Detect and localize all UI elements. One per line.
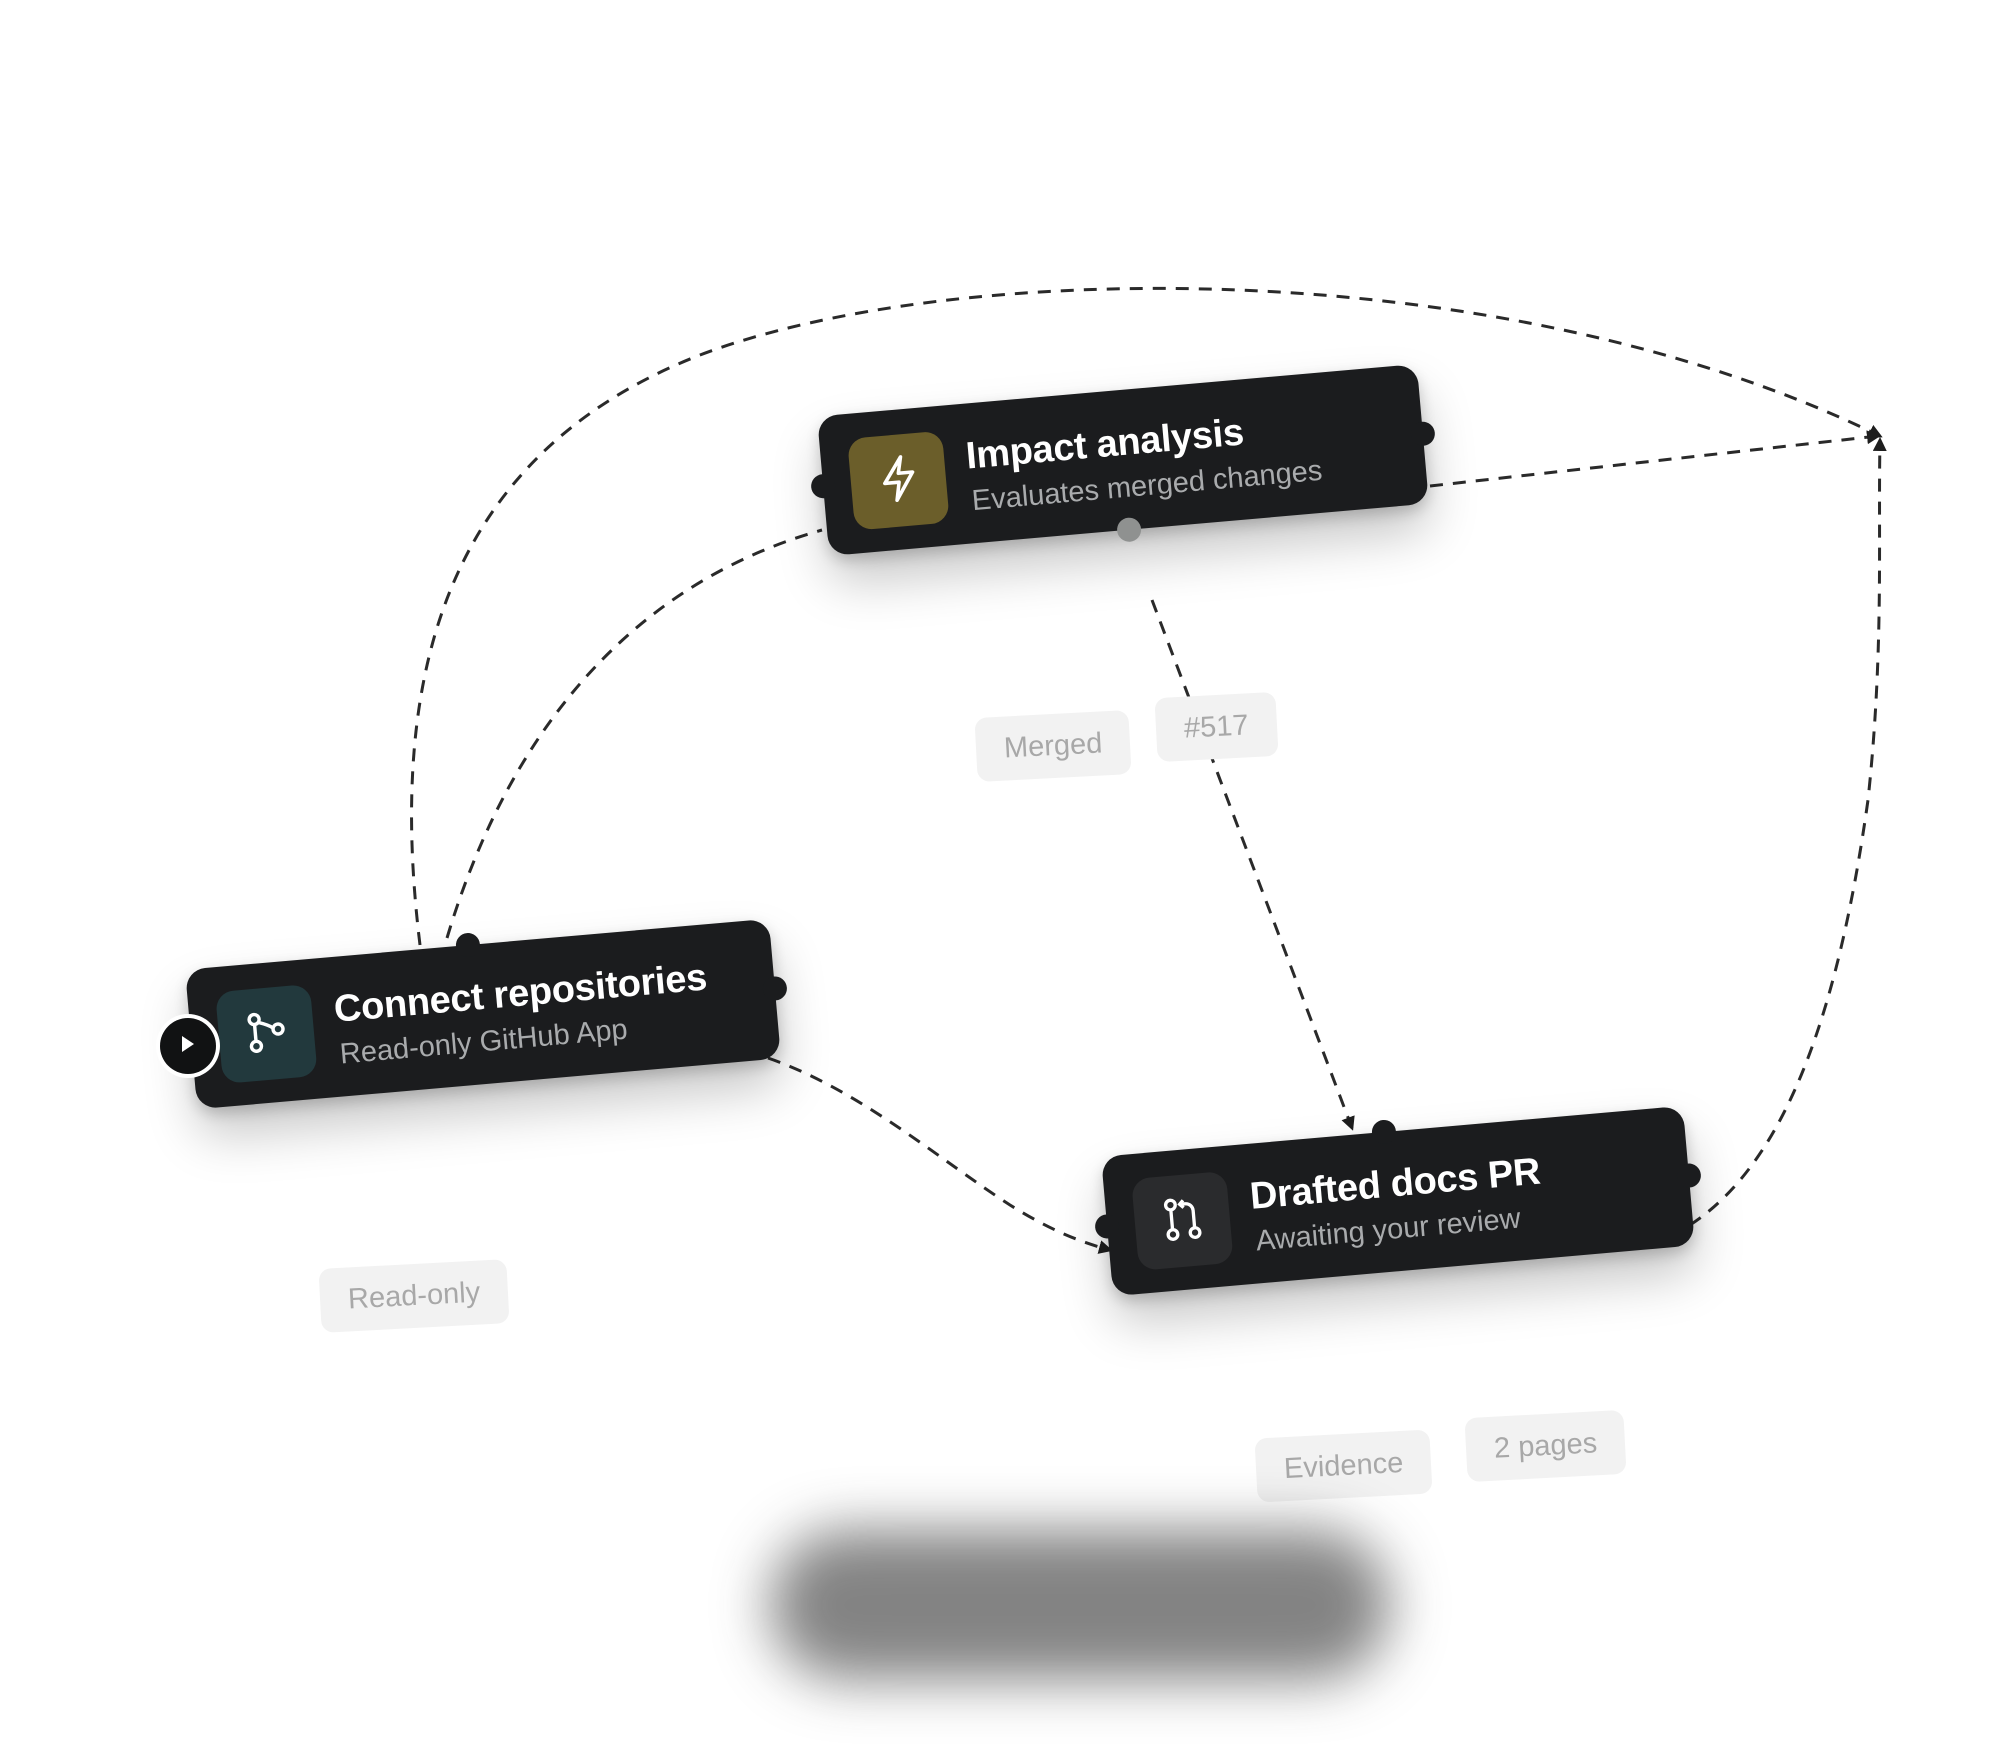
edge-impact-to-drafted: [1150, 599, 1355, 1131]
edge-connect-to-impact: [445, 528, 823, 939]
node-title: Connect repositories: [332, 956, 709, 1031]
play-icon: [180, 1035, 196, 1058]
node-icon-tile: [215, 983, 318, 1084]
git-branch-icon: [241, 1007, 291, 1062]
edge-label-pr-number: #517: [1154, 691, 1279, 763]
edge-label-merged: Merged: [974, 710, 1132, 782]
edge-connect-to-drafted: [767, 1056, 1113, 1254]
pull-request-icon: [1157, 1192, 1207, 1249]
lightning-icon: [874, 451, 923, 510]
node-drafted-docs-pr[interactable]: Drafted docs PR Awaiting your review: [1094, 1105, 1702, 1297]
run-button[interactable]: [160, 1018, 216, 1074]
node-icon-tile: [1131, 1170, 1234, 1271]
edge-label-evidence: Evidence: [1254, 1429, 1433, 1503]
node-impact-analysis[interactable]: Impact analysis Evaluates merged changes: [810, 364, 1436, 556]
edge-label-pages: 2 pages: [1464, 1409, 1627, 1483]
edge-impact-to-topright: [1429, 430, 1881, 488]
node-connect-repositories[interactable]: Connect repositories Read-only GitHub Ap…: [185, 918, 788, 1110]
edge-drafted-to-topright: [1689, 437, 1887, 1227]
edge-label-read-only: Read-only: [318, 1259, 510, 1333]
edge-connect-to-topright-arc: [410, 286, 1883, 946]
node-icon-tile: [847, 430, 950, 531]
drag-shadow: [770, 1530, 1390, 1680]
